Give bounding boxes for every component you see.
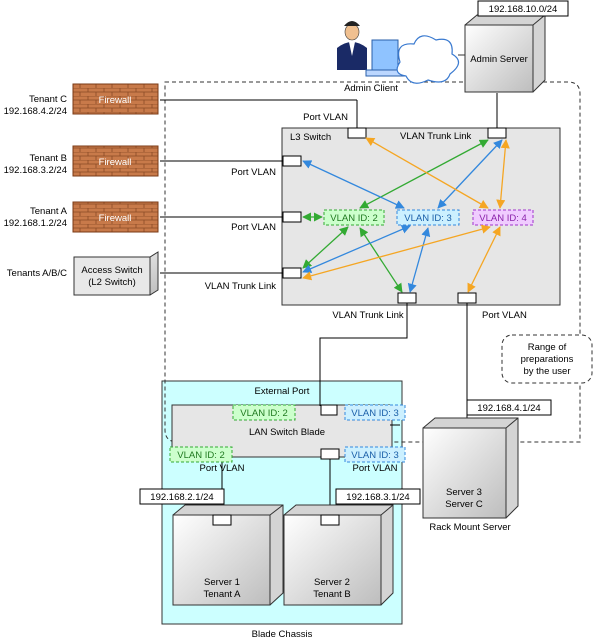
vlan3-l3-label: VLAN ID: 3 [404,213,452,224]
vlan3-box-blade-bottom [344,446,406,463]
vlan3-blade-bottom-label: VLAN ID: 3 [351,450,399,461]
tenants-abc-label: Tenants A/B/C [7,268,67,279]
lan-switch-blade-label: LAN Switch Blade [249,427,325,438]
vlan-trunk-label-admin: VLAN Trunk Link [400,131,472,142]
port-vlan-label-c: Port VLAN [303,112,348,123]
access-switch-label: Access Switch [81,265,142,276]
tenant-a-label: Tenant A [30,206,68,217]
server1-sublabel: Tenant A [204,589,242,600]
vlan2-blade-top-label: VLAN ID: 2 [240,408,288,419]
server3-net-label: 192.168.4.1/24 [477,403,540,414]
preparation-range-boundary [164,81,581,443]
vlan2-box-blade-bottom [169,446,233,463]
vlan2-l3-label: VLAN ID: 2 [330,213,378,224]
firewall-b [72,145,159,177]
callout-line3: by the user [524,366,571,377]
firewall-a-label: Firewall [99,213,132,224]
port-vlan-label-server2: Port VLAN [353,463,398,474]
server1-label: Server 1 [204,577,240,588]
access-switch [73,251,159,296]
rack-mount-server-label: Rack Mount Server [429,522,510,533]
vlan2-blade-bottom-label: VLAN ID: 2 [177,450,225,461]
callout-line2: preparations [521,354,574,365]
external-port-label: External Port [255,386,310,397]
vlan2-box-blade-top [232,404,296,421]
admin-server-box [464,14,546,93]
server3-box [422,417,519,519]
server2-box [283,504,394,606]
vlan4-arrows [302,137,510,293]
access-switch-sublabel: (L2 Switch) [88,277,136,288]
server2-net-box [335,488,421,505]
vlan4-box-l3 [472,209,534,226]
l3-switch-label: L3 Switch [290,132,331,143]
vlan-trunk-label-access: VLAN Trunk Link [205,281,277,292]
admin-server-label: Admin Server [470,54,528,65]
server2-sublabel: Tenant B [313,589,351,600]
tenant-a-net: 192.168.1.2/24 [4,218,67,229]
callout-line1: Range of [528,342,567,353]
firewall-a [72,201,159,233]
server2-net-label: 192.168.3.1/24 [346,492,409,503]
admin-client-label: Admin Client [344,83,398,94]
vlan3-blade-top-label: VLAN ID: 3 [351,408,399,419]
server3-sublabel: Server C [445,499,483,510]
tenant-b-label: Tenant B [30,153,68,164]
port-vlan-label-a: Port VLAN [231,222,276,233]
server3-label: Server 3 [446,487,482,498]
vlan-trunk-label-blade: VLAN Trunk Link [332,310,404,321]
server3-net-box [466,399,552,416]
tenant-c-label: Tenant C [29,94,67,105]
server2-label: Server 2 [314,577,350,588]
admin-client-icon [337,21,460,84]
server1-net-box [139,488,225,505]
port-vlan-label-server3: Port VLAN [482,310,527,321]
blade-chassis-label: Blade Chassis [252,629,313,640]
port-vlan-label-server1: Port VLAN [200,463,245,474]
server-ports [212,514,340,526]
firewall-c [72,83,159,115]
tenant-b-net: 192.168.3.2/24 [4,165,67,176]
callout-box [501,334,593,384]
vlan4-l3-label: VLAN ID: 4 [479,213,527,224]
l3-ports [282,127,507,304]
firewall-c-label: Firewall [99,95,132,106]
port-vlan-label-b: Port VLAN [231,167,276,178]
admin-net-label: 192.168.10.0/24 [489,4,558,15]
tenant-c-net: 192.168.4.2/24 [4,106,67,117]
vlan3-box-blade-top [344,404,406,421]
admin-net-box [477,0,569,17]
firewall-b-label: Firewall [99,157,132,168]
server1-net-label: 192.168.2.1/24 [150,492,213,503]
